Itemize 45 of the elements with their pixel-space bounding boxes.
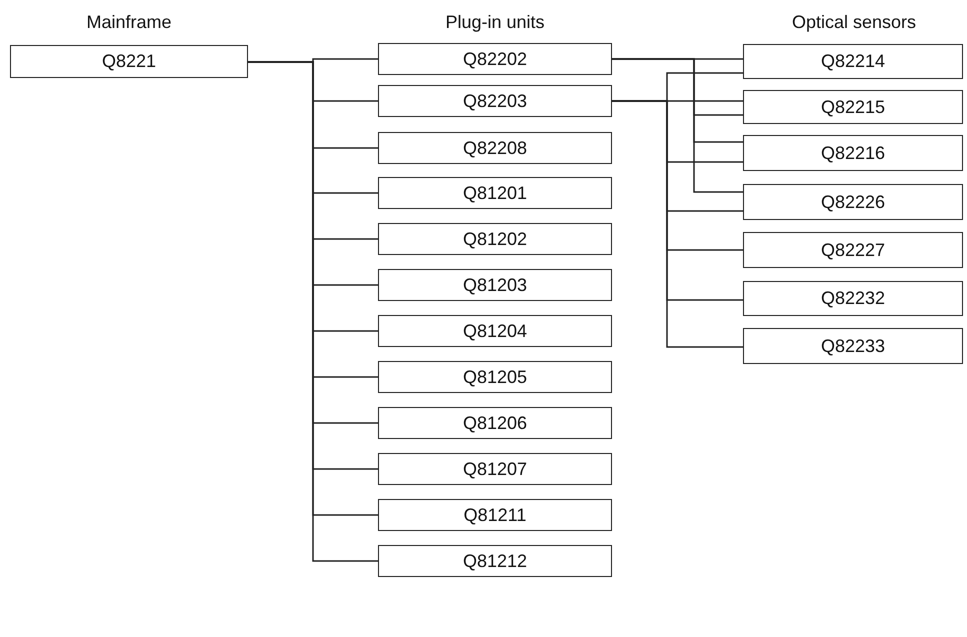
column-heading: Plug-in units — [445, 12, 545, 33]
unit-box — [378, 315, 612, 347]
unit-box — [378, 85, 612, 117]
unit-code: Q82226 — [820, 192, 886, 212]
unit-box — [743, 232, 963, 268]
unit-code: Q81204 — [462, 320, 528, 342]
unit-box — [378, 545, 612, 577]
unit-box — [743, 281, 963, 316]
unit-box — [378, 223, 612, 255]
unit-code: Q82233 — [820, 336, 886, 356]
unit-code: Q81211 — [464, 504, 526, 526]
unit-code: Q81202 — [462, 228, 528, 250]
unit-code: Q81201 — [462, 182, 528, 204]
unit-code: Q81205 — [462, 366, 528, 388]
unit-box — [378, 269, 612, 301]
unit-code: Q82214 — [820, 51, 886, 72]
column-heading: Optical sensors — [792, 12, 916, 33]
unit-code: Q81203 — [462, 274, 528, 296]
unit-code: Q82227 — [820, 240, 886, 260]
unit-box — [378, 453, 612, 485]
unit-box — [378, 177, 612, 209]
unit-code: Q81207 — [462, 458, 528, 480]
unit-box — [743, 44, 963, 79]
unit-code: Q82232 — [820, 288, 886, 309]
unit-code: Q81212 — [462, 550, 528, 572]
unit-box — [743, 90, 963, 124]
connector-line — [612, 58, 743, 193]
unit-box — [10, 45, 248, 78]
unit-code: Q82208 — [462, 138, 528, 158]
unit-code: Q82216 — [820, 142, 886, 164]
connector-line — [612, 100, 743, 348]
unit-box — [378, 361, 612, 393]
unit-box — [378, 43, 612, 75]
unit-box — [378, 499, 612, 531]
unit-code: Q82215 — [820, 96, 886, 118]
unit-code: Q81206 — [462, 412, 528, 434]
unit-box — [378, 407, 612, 439]
unit-code: Q82203 — [462, 90, 528, 112]
unit-box — [743, 135, 963, 171]
unit-code: Q8221 — [102, 51, 156, 72]
unit-box — [378, 132, 612, 164]
unit-box — [743, 328, 963, 364]
column-heading: Mainframe — [86, 12, 172, 33]
unit-box — [743, 184, 963, 220]
unit-code: Q82202 — [462, 48, 528, 70]
